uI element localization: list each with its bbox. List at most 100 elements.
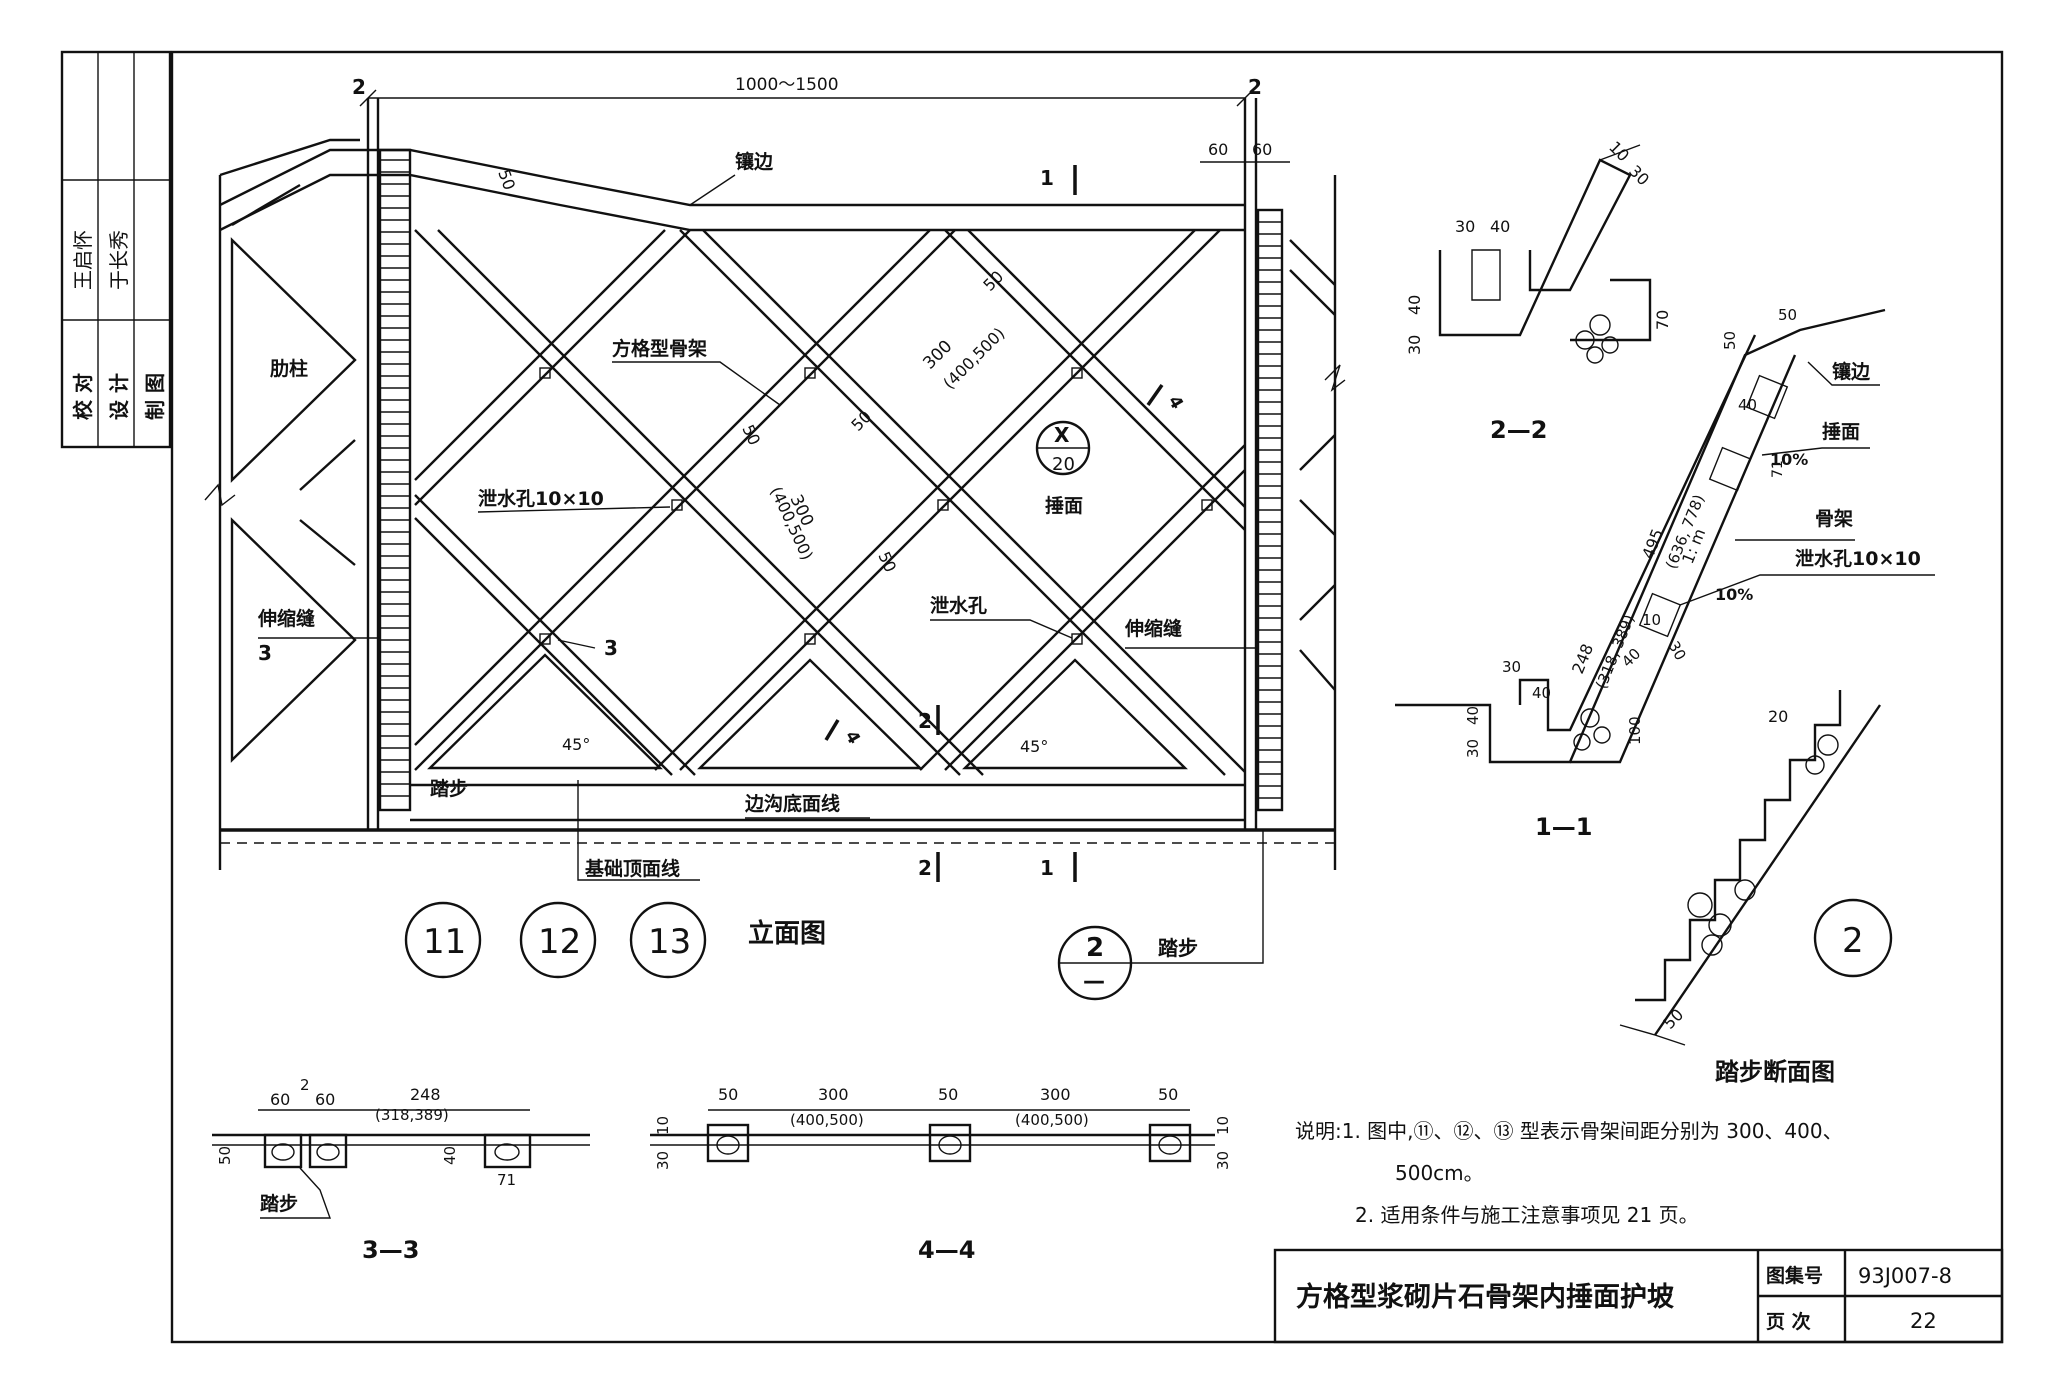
section-1-1-title: 1—1: [1535, 813, 1592, 841]
right-extension: [1289, 239, 1336, 691]
type-circle-11: 11: [423, 922, 466, 962]
sec-mark-1-top: 1: [1040, 166, 1054, 190]
section-4-4-title: 4—4: [918, 1236, 975, 1264]
dim-3-3-50: 50: [216, 1146, 234, 1165]
note-line1: 说明:1. 图中,⑪、⑫、⑬ 型表示骨架间距分别为 300、400、: [1295, 1119, 1843, 1143]
dim-3-3-60a: 60: [270, 1090, 290, 1109]
dim-4-4-300b: 300: [1040, 1085, 1071, 1104]
section-1-1: 50 50 40 495 (636, 778) 1: m 248 (318, 3…: [1395, 306, 1935, 841]
pct-upper: 10%: [1770, 450, 1808, 469]
dim-4-4-10l: 10: [654, 1116, 672, 1135]
role-draw: 制 图: [143, 373, 167, 420]
dim-4-4-50b: 50: [938, 1085, 958, 1104]
atlas-value: 93J007-8: [1858, 1264, 1952, 1288]
dim-4-4-10r: 10: [1214, 1116, 1232, 1135]
pct-lower: 10%: [1715, 585, 1753, 604]
sec-mark-3-mid: 3: [604, 636, 618, 660]
weep-holes: [539, 367, 1213, 645]
dim-1-1-30: 30: [1665, 638, 1690, 664]
name-design: 于长秀: [107, 230, 131, 290]
label-3-3-step: 踏步: [260, 1193, 298, 1215]
section-3-3: 60 2 60 248 (318,389) 50 40 71 踏步 3—3: [212, 1076, 590, 1264]
section-2-2-title: 2—2: [1490, 416, 1547, 444]
dim-50-b: 50: [847, 407, 875, 435]
step-circle: 2: [1842, 921, 1864, 961]
page-label: 页 次: [1766, 1310, 1811, 1333]
dim-2-2-70: 70: [1653, 310, 1672, 330]
label-edge: 镶边: [735, 150, 774, 173]
label-weep: 泄水孔: [930, 594, 987, 617]
dim-1-1-10: 10: [1642, 611, 1661, 629]
dim-60-right: 60: [1252, 140, 1272, 159]
label-rib: 肋柱: [270, 357, 308, 380]
grid-frame: [414, 229, 1246, 776]
signature-block: 校 对 设 计 制 图 王启怀 于长秀: [60, 50, 172, 449]
detail-ref-sheet: 20: [1052, 454, 1075, 475]
role-check: 校 对: [71, 373, 95, 420]
sheet-border: [170, 50, 2004, 1344]
title-block: 方格型浆砌片石骨架内捶面护坡 图集号 93J007-8 页 次 22: [1273, 1248, 2004, 1344]
label-turf: 捶面: [1045, 495, 1083, 517]
dim-1-1-40d: 40: [1464, 706, 1482, 725]
dim-2-2-30v: 30: [1405, 335, 1424, 355]
step-dim-50: 50: [1659, 1005, 1687, 1033]
section-2-2: 30 40 40 30 70 10 30 2—2: [1405, 137, 1672, 444]
label-ditch-line: 边沟底面线: [744, 792, 840, 815]
dim-3-3-71: 71: [497, 1171, 516, 1189]
label-1-1-edge: 镶边: [1832, 360, 1871, 383]
dim-4-4-50c: 50: [1158, 1085, 1178, 1104]
step-section-title: 踏步断面图: [1715, 1058, 1835, 1086]
step-ref-label: 踏步: [1158, 936, 1198, 960]
dim-4-4-30l: 30: [654, 1151, 672, 1170]
section-3-3-title: 3—3: [362, 1236, 419, 1264]
dim-4-4-alt-a: (400,500): [790, 1111, 864, 1129]
dim-4-4-30r: 30: [1214, 1151, 1232, 1170]
step-dim-20: 20: [1768, 707, 1788, 726]
label-foundation-line: 基础顶面线: [584, 857, 680, 880]
label-1-1-turf: 捶面: [1822, 421, 1860, 443]
dim-1-1-left50: 50: [1721, 331, 1739, 350]
dim-2-2-30b: 30: [1625, 161, 1653, 189]
angle-right: 45°: [1020, 737, 1048, 756]
note-line2: 2. 适用条件与施工注意事项见 21 页。: [1355, 1203, 1699, 1227]
dim-1-1-30c: 30: [1464, 739, 1482, 758]
dim-1-1-100: 100: [1626, 716, 1644, 745]
step-section: 20 50 2 踏步断面图: [1619, 690, 1893, 1086]
label-1-1-weep: 泄水孔10×10: [1795, 547, 1921, 570]
sec-mark-3-left: 3: [258, 641, 272, 665]
section-4-4: 50 300 50 300 50 (400,500) (400,500) 10 …: [650, 1085, 1232, 1264]
dim-1-1-top50: 50: [1778, 306, 1797, 324]
label-joint-right: 伸缩缝: [1124, 617, 1182, 640]
label-weep-size: 泄水孔10×10: [478, 487, 604, 510]
name-check: 王启怀: [71, 230, 95, 290]
sec-mark-2-left: 2: [352, 75, 366, 99]
elevation-view: 1000～1500 2 2: [204, 75, 1346, 1001]
sec-mark-2-bottom: 2: [918, 856, 932, 880]
dim-300-upper-alt: (400,500): [939, 324, 1008, 393]
dim-3-3-2: 2: [300, 1076, 310, 1094]
dim-4-4-300a: 300: [818, 1085, 849, 1104]
angle-left: 45°: [562, 735, 590, 754]
dim-3-3-248: 248: [410, 1085, 441, 1104]
notes: 说明:1. 图中,⑪、⑫、⑬ 型表示骨架间距分别为 300、400、 500cm…: [1295, 1119, 1843, 1227]
page-value: 22: [1910, 1309, 1937, 1333]
step-ref-num: 2: [1086, 933, 1104, 963]
left-rib: [230, 183, 357, 763]
dim-4-4-50a: 50: [718, 1085, 738, 1104]
label-1-1-frame: 骨架: [1815, 508, 1853, 530]
dim-50-a: 50: [979, 267, 1007, 295]
sec-mark-2-right: 2: [1248, 75, 1262, 99]
drawing-title: 方格型浆砌片石骨架内捶面护坡: [1296, 1281, 1674, 1313]
label-joint-left: 伸缩缝: [257, 607, 315, 630]
right-stair-hatch: [1258, 221, 1282, 799]
role-design: 设 计: [107, 373, 131, 420]
type-circle-13: 13: [648, 922, 691, 962]
detail-ref-num: X: [1054, 423, 1070, 447]
dim-2-2-40: 40: [1490, 217, 1510, 236]
sec-mark-4-right: 4: [1164, 393, 1187, 413]
sec-mark-1-bottom: 1: [1040, 856, 1054, 880]
label-step: 踏步: [430, 778, 468, 800]
dim-3-3-318: (318,389): [375, 1106, 449, 1124]
label-grid-frame: 方格型骨架: [612, 337, 707, 360]
